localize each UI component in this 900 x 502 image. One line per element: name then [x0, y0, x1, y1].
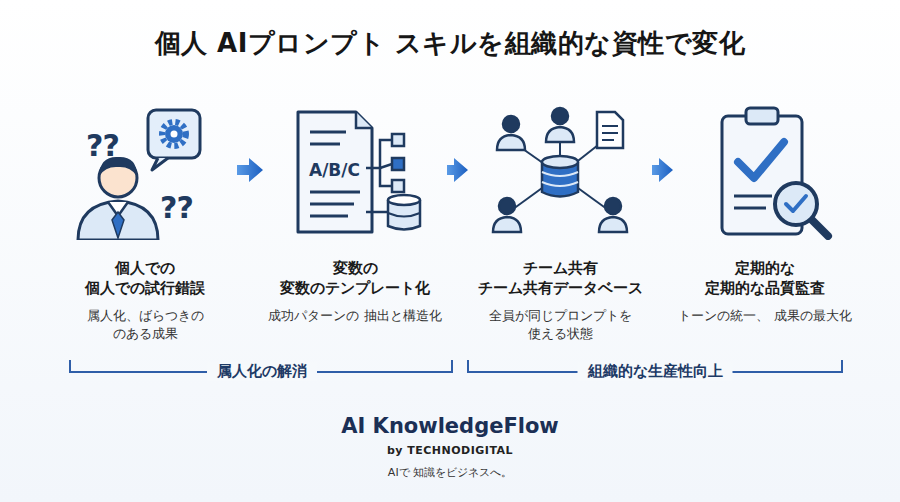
flow-arrow	[652, 158, 673, 182]
icon-shape	[171, 131, 178, 138]
phase-label: 組織的な生産性向上	[578, 362, 733, 381]
brand-tagline: AIで 知識をビジネスへ。	[388, 465, 512, 480]
icon-shape	[542, 172, 578, 186]
flow-arrow	[447, 158, 468, 182]
icon-shape	[310, 215, 348, 218]
person-icon	[57, 100, 233, 240]
brand-company: by TECHNODIGITAL	[387, 444, 513, 457]
icon-shape	[162, 122, 186, 146]
icon-shape	[112, 212, 124, 238]
flow-arrow	[237, 158, 263, 182]
icon-shape	[148, 110, 200, 158]
diagram-title: 個人 AIプロンプト スキルを組織的な資性で変化	[0, 26, 900, 61]
step-heading: チーム共有 チーム共有データベース	[472, 258, 648, 299]
step-heading: 定期的な 定期的な品質監査	[677, 258, 853, 299]
icon-shape	[380, 168, 392, 186]
icon-shape	[775, 183, 817, 225]
icon-shape	[602, 125, 618, 127]
icon-shape	[366, 140, 392, 168]
icon-shape	[392, 134, 404, 146]
icon-shape	[380, 164, 392, 168]
icon-shape	[310, 191, 360, 194]
question-marks: ??	[86, 128, 119, 163]
icon-shape	[602, 132, 618, 134]
icon-shape	[605, 198, 621, 214]
step-heading: 変数の 変数のテンプレート化	[267, 258, 443, 299]
icon-shape	[310, 143, 340, 146]
icon-shape	[738, 142, 784, 178]
icon-shape	[499, 198, 515, 214]
icon-shape	[165, 125, 183, 143]
step-description: 成功パターンの 抽出と構造化	[267, 307, 443, 326]
icon-shape	[493, 217, 521, 232]
process-step: 個人での 個人での試行錯誤属人化、ばらつきの のある成果	[57, 100, 233, 344]
process-step: 定期的な 定期的な品質監査トーンの統一、 成果の最大化	[677, 100, 853, 325]
phase-label: 属人化の解消	[207, 362, 317, 381]
question-marks: ??	[160, 190, 193, 225]
icon-shape	[298, 112, 372, 232]
icon-shape	[602, 126, 618, 140]
icon-shape	[497, 135, 525, 150]
icon-shape	[493, 108, 627, 232]
icon-shape	[734, 207, 766, 210]
icon-shape	[786, 196, 806, 211]
icon-shape	[392, 158, 404, 170]
icon-shape	[599, 217, 627, 232]
icon-shape	[366, 211, 388, 214]
icon-shape	[310, 131, 346, 134]
icon-shape	[356, 112, 372, 128]
icon-shape	[552, 108, 568, 124]
icon-shape	[392, 180, 404, 192]
icon-shape	[78, 201, 158, 240]
icon-shape	[388, 195, 420, 205]
icon-shape	[542, 156, 578, 168]
icon-shape	[746, 108, 778, 124]
team-database-icon	[472, 100, 648, 240]
brand-name: AI KnowledgeFlow	[341, 414, 559, 438]
icon-shape	[152, 158, 168, 170]
process-step: 変数の 変数のテンプレート化成功パターンの 抽出と構造化	[267, 100, 443, 325]
icon-shape	[602, 139, 614, 141]
icon-shape	[734, 195, 772, 198]
icon-shape	[503, 116, 519, 132]
icon-shape	[310, 203, 354, 206]
step-description: 属人化、ばらつきの のある成果	[57, 307, 233, 345]
icon-shape	[597, 112, 623, 148]
step-heading: 個人での 個人での試行錯誤	[57, 258, 233, 299]
icon-shape	[546, 127, 574, 142]
process-step: チーム共有 チーム共有データベース全員が同じプロンプトを 使える状態	[472, 100, 648, 344]
template-variables: A/B/C	[309, 160, 360, 180]
icon-shape	[811, 219, 828, 236]
step-description: トーンの統一、 成果の最大化	[677, 307, 853, 326]
icon-shape	[388, 213, 420, 217]
audit-icon	[677, 100, 853, 240]
step-description: 全員が同じプロンプトを 使える状態	[472, 307, 648, 345]
